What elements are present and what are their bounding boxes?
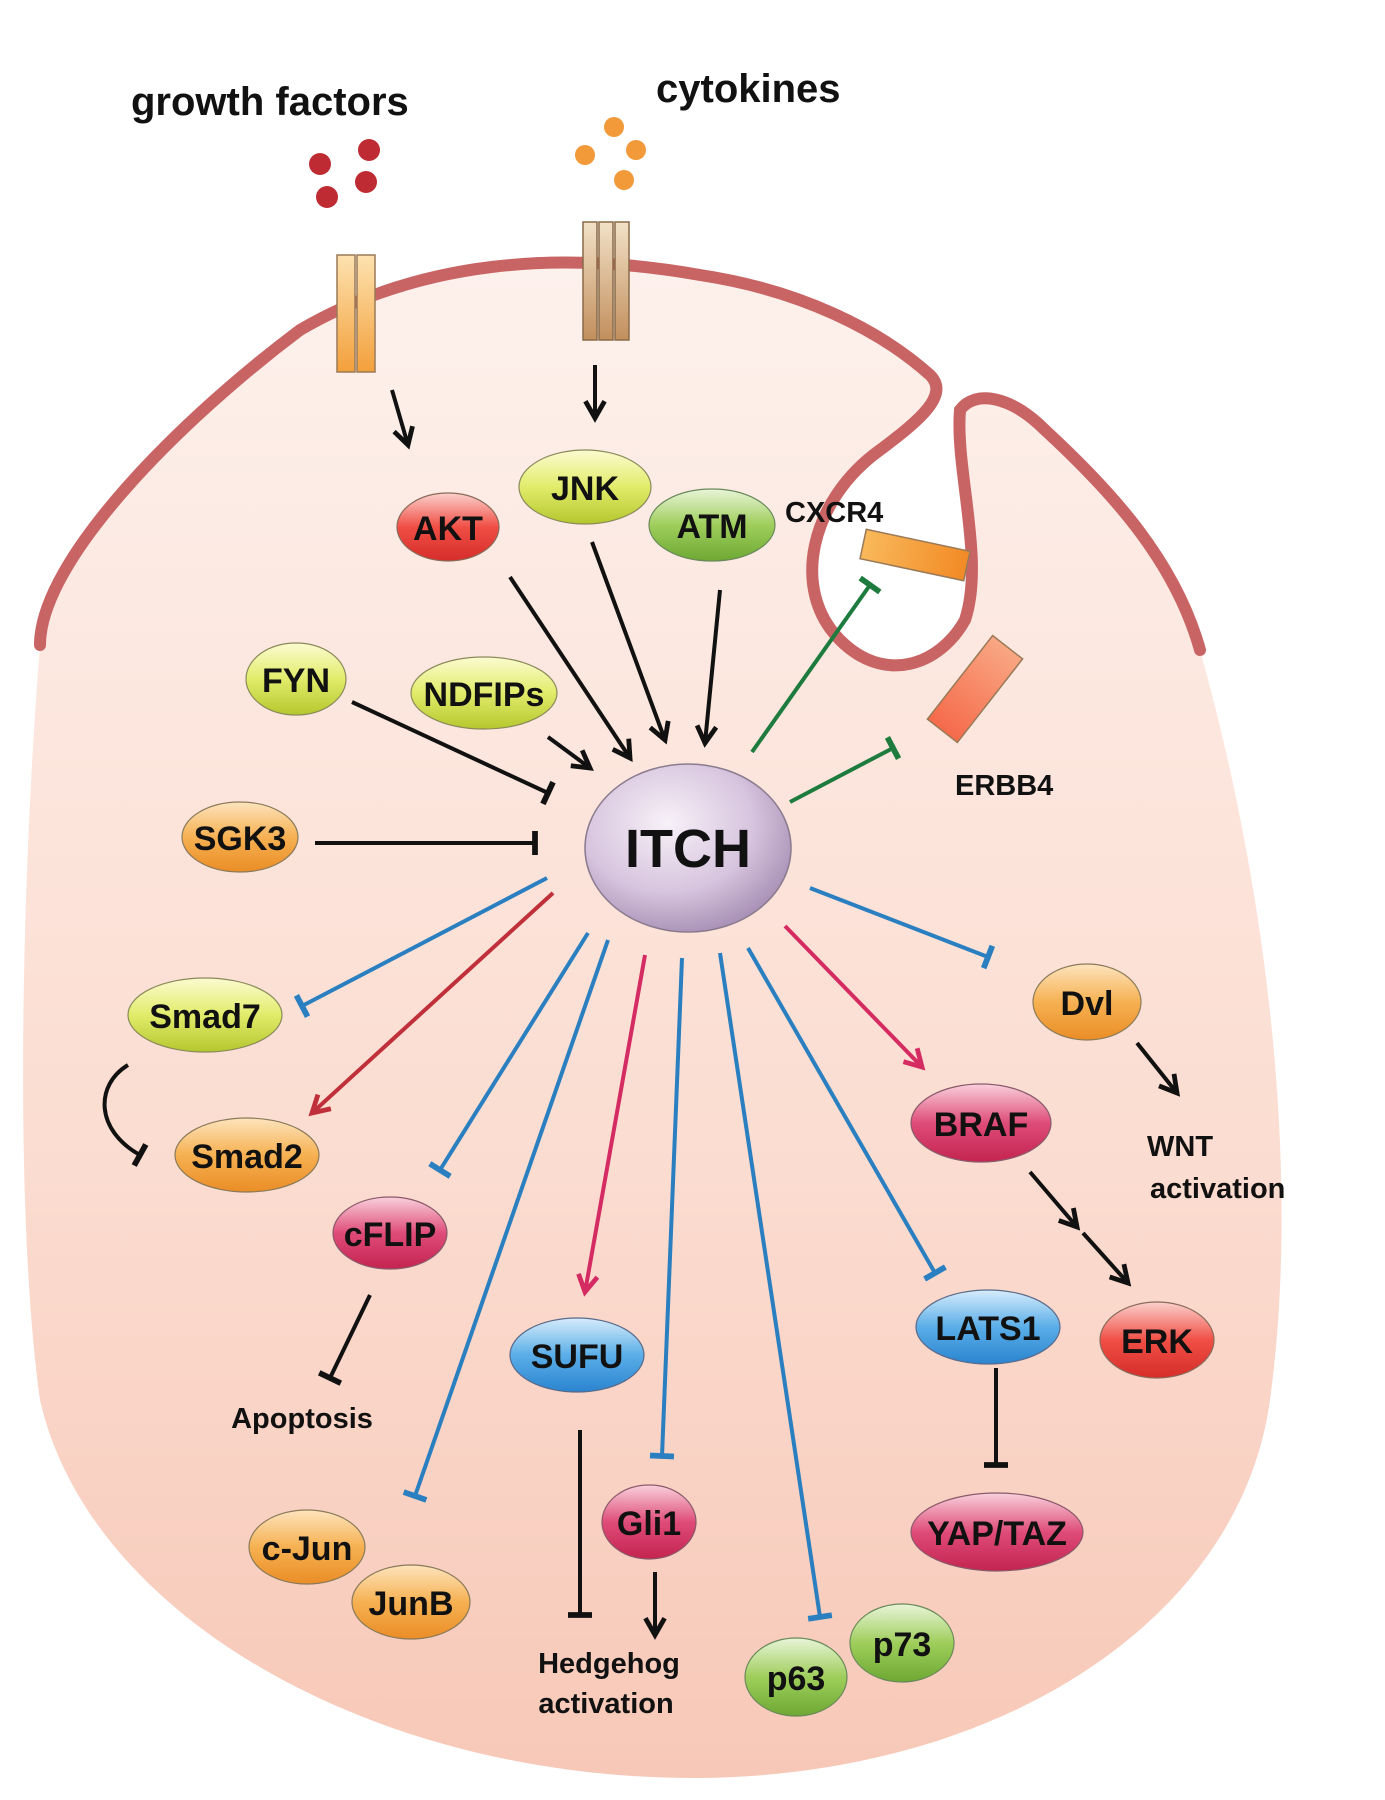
- svg-text:Smad7: Smad7: [149, 998, 261, 1036]
- node-fyn: FYN: [245, 642, 347, 716]
- growth-factor-ligands: [309, 139, 380, 208]
- svg-text:cFLIP: cFLIP: [344, 1216, 437, 1254]
- erbb4-receptor: [926, 634, 1024, 744]
- growth-factors-label: growth factors: [131, 80, 409, 124]
- node-smad7: Smad7: [127, 977, 283, 1053]
- edge-itch-cxcr4: [750, 575, 882, 754]
- node-junb: JunB: [351, 1564, 471, 1640]
- node-cjun: c-Jun: [248, 1509, 366, 1585]
- node-erk: ERK: [1099, 1301, 1215, 1379]
- cytokines-label: cytokines: [656, 67, 841, 111]
- svg-text:Dvl: Dvl: [1061, 985, 1114, 1023]
- edge-cflip-apoptosis: [317, 1294, 372, 1386]
- edge-itch-dvl: [809, 886, 996, 970]
- edge-itch-gli1: [649, 957, 684, 1460]
- wnt-label-line2: activation: [1150, 1173, 1285, 1205]
- edge-itch-cflip: [428, 931, 590, 1179]
- node-lats1: LATS1: [915, 1289, 1061, 1365]
- edge-dvl-wnt: [1135, 1041, 1181, 1097]
- svg-text:p63: p63: [767, 1660, 826, 1698]
- edge-ndfips-itch: [546, 735, 594, 771]
- itch-node: ITCH: [584, 763, 792, 933]
- node-akt: AKT: [396, 492, 500, 562]
- node-smad2: Smad2: [174, 1117, 320, 1193]
- edge-akt-itch: [508, 575, 633, 763]
- node-dvl: Dvl: [1032, 963, 1142, 1041]
- growth-factor-receptor: [336, 254, 376, 373]
- node-sgk3: SGK3: [181, 801, 299, 873]
- edge-atm-itch: [694, 589, 722, 748]
- cxcr4-label: CXCR4: [785, 497, 883, 529]
- node-braf: BRAF: [910, 1083, 1052, 1163]
- node-gli1: Gli1: [601, 1484, 697, 1560]
- cytokine-ligands: [575, 117, 646, 190]
- edge-itch-braf: [783, 924, 926, 1071]
- interaction-edges: [102, 541, 1181, 1640]
- edge-jnk-itch: [590, 541, 671, 745]
- edge-braf-mid: [1028, 1170, 1081, 1231]
- edge-itch-erbb4: [789, 736, 902, 804]
- cytokine-receptor: [582, 221, 630, 341]
- edge-itch-lats1: [746, 947, 947, 1282]
- svg-text:AKT: AKT: [413, 510, 483, 548]
- svg-text:JNK: JNK: [551, 470, 619, 508]
- node-yaptaz: YAP/TAZ: [910, 1492, 1084, 1572]
- svg-text:JunB: JunB: [369, 1585, 454, 1623]
- edge-itch-cjun: [402, 939, 610, 1503]
- node-cflip: cFLIP: [332, 1196, 448, 1270]
- svg-text:FYN: FYN: [262, 662, 330, 700]
- arrow-gf-to-akt: [390, 389, 415, 450]
- svg-text:Smad2: Smad2: [191, 1138, 303, 1176]
- edge-smad7-smad2: [102, 1063, 149, 1167]
- svg-text:LATS1: LATS1: [935, 1310, 1040, 1348]
- cell-cytoplasm: [23, 262, 1282, 1779]
- svg-text:SUFU: SUFU: [531, 1338, 624, 1376]
- edge-itch-sufu: [576, 954, 647, 1297]
- svg-text:YAP/TAZ: YAP/TAZ: [927, 1515, 1067, 1553]
- edge-mid-erk: [1081, 1231, 1132, 1287]
- node-p73: p73: [849, 1603, 955, 1683]
- wnt-label-line1: WNT: [1147, 1131, 1213, 1163]
- svg-text:Gli1: Gli1: [617, 1505, 681, 1543]
- itch-label: ITCH: [625, 819, 751, 879]
- edge-itch-smad2: [308, 891, 555, 1117]
- svg-text:BRAF: BRAF: [934, 1106, 1028, 1144]
- edge-itch-smad7: [293, 876, 548, 1018]
- hedgehog-label-line2: activation: [538, 1688, 673, 1720]
- hedgehog-label-line1: Hedgehog: [538, 1648, 680, 1680]
- apoptosis-label: Apoptosis: [231, 1403, 373, 1435]
- svg-text:ATM: ATM: [676, 508, 747, 546]
- svg-text:ERK: ERK: [1121, 1323, 1193, 1361]
- node-sufu: SUFU: [509, 1317, 645, 1393]
- node-jnk: JNK: [518, 449, 652, 525]
- svg-text:SGK3: SGK3: [194, 820, 287, 858]
- edge-fyn-itch: [351, 700, 556, 806]
- edge-itch-p63: [718, 952, 833, 1622]
- svg-text:NDFIPs: NDFIPs: [424, 676, 545, 714]
- node-ndfips: NDFIPs: [410, 656, 558, 730]
- erbb4-label: ERBB4: [955, 770, 1053, 802]
- node-atm: ATM: [648, 488, 776, 562]
- node-p63: p63: [744, 1637, 848, 1717]
- svg-text:c-Jun: c-Jun: [262, 1530, 353, 1568]
- svg-text:p73: p73: [873, 1626, 932, 1664]
- cxcr4-receptor: [859, 528, 971, 582]
